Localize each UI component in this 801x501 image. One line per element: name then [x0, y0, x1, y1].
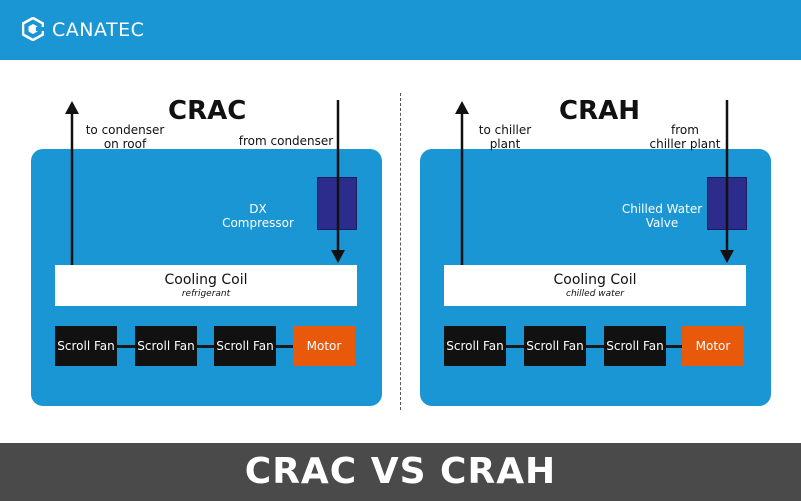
dx-compressor-box: [317, 177, 357, 230]
crac-scroll-fan-1: Scroll Fan: [55, 326, 117, 366]
crac-coil-subtitle: refrigerant: [181, 289, 231, 299]
crac-coil-title: Cooling Coil: [164, 272, 248, 288]
crac-outlet-label-line2: on roof: [103, 137, 147, 151]
crah-coil-subtitle: chilled water: [566, 289, 624, 299]
crah-inlet-label-line2: chiller plant: [649, 137, 721, 151]
header-bar: CANATEC: [0, 0, 801, 60]
crah-fan-connector: [506, 345, 682, 348]
crac-inlet-label-line1: from condenser: [238, 134, 334, 148]
crah-outlet-label-line2: plant: [489, 137, 521, 151]
crah-inlet-label: from chiller plant: [645, 123, 725, 151]
crac-scroll-fan-2: Scroll Fan: [135, 326, 197, 366]
dx-compressor-label-line2: Compressor: [222, 216, 294, 230]
crah-outlet-label-line1: to chiller: [478, 123, 532, 137]
chilled-water-valve-label: Chilled Water Valve: [612, 202, 712, 230]
brand-name: CANATEC: [52, 19, 145, 41]
crah-outlet-label: to chiller plant: [470, 123, 540, 151]
dx-compressor-label: DX Compressor: [208, 202, 308, 230]
section-divider: [400, 93, 401, 410]
crah-title: CRAH: [559, 96, 640, 126]
crah-scroll-fan-2: Scroll Fan: [524, 326, 586, 366]
chilled-water-valve-label-line1: Chilled Water: [621, 202, 703, 216]
chilled-water-valve-box: [707, 177, 747, 230]
crac-cooling-coil: Cooling Coil refrigerant: [55, 265, 357, 306]
crac-motor: Motor: [293, 326, 355, 366]
crah-scroll-fan-3: Scroll Fan: [604, 326, 666, 366]
dx-compressor-label-line1: DX: [249, 202, 267, 216]
crah-coil-title: Cooling Coil: [553, 272, 637, 288]
crac-outlet-label-line1: to condenser: [85, 123, 165, 137]
crac-title: CRAC: [168, 96, 247, 126]
crac-outlet-label: to condenser on roof: [80, 123, 170, 151]
crah-motor: Motor: [682, 326, 744, 366]
crac-inlet-label: from condenser: [236, 134, 336, 148]
footer-title: CRAC VS CRAH: [244, 451, 557, 492]
footer-bar: CRAC VS CRAH: [0, 443, 801, 501]
crac-scroll-fan-3: Scroll Fan: [214, 326, 276, 366]
crac-fan-connector: [117, 345, 293, 348]
crah-inlet-label-line1: from: [671, 123, 699, 137]
crah-scroll-fan-1: Scroll Fan: [444, 326, 506, 366]
canatec-hexagon-logo-icon: [22, 17, 44, 41]
chilled-water-valve-label-line2: Valve: [645, 216, 679, 230]
crah-cooling-coil: Cooling Coil chilled water: [444, 265, 746, 306]
